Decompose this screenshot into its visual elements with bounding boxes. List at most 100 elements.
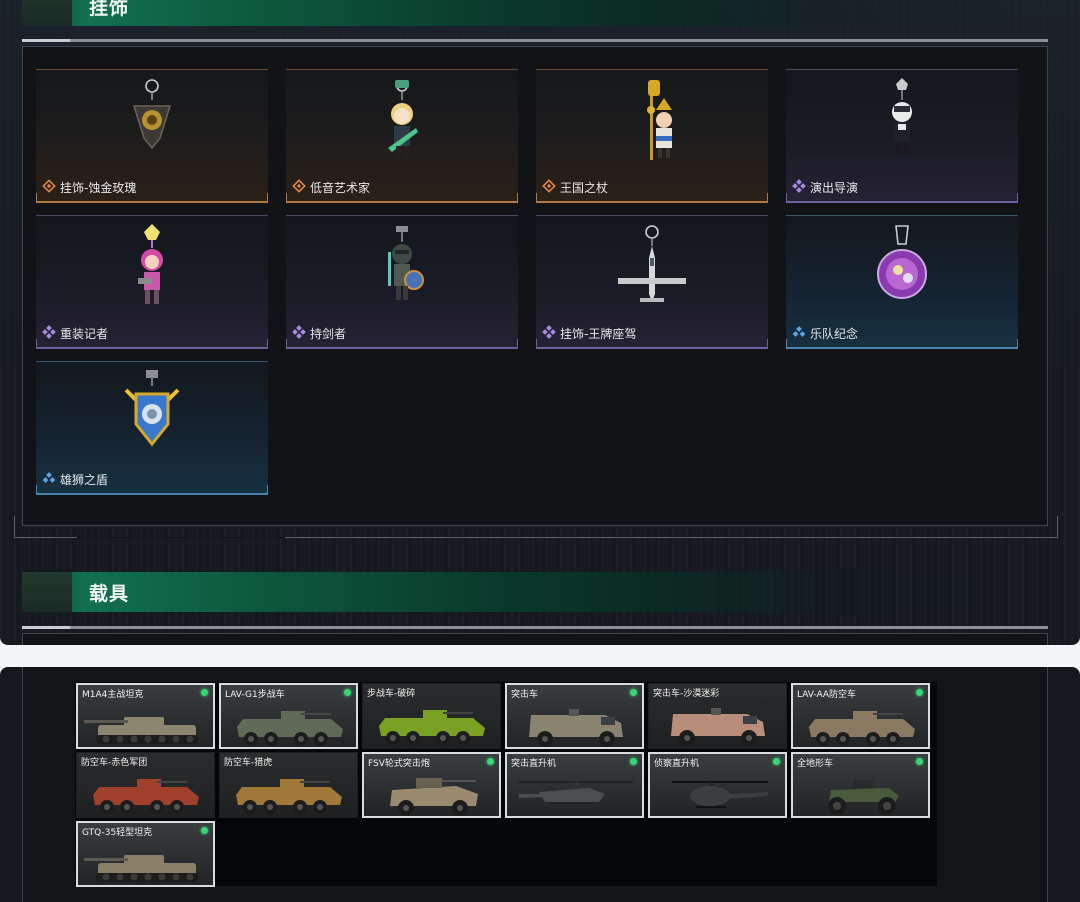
charm-label: 持剑者: [292, 325, 346, 342]
vehicle-tile[interactable]: FSV轮式突击炮: [362, 752, 501, 818]
charm-art: [286, 70, 518, 178]
orange-rarity-icon: [542, 179, 556, 196]
charms-panel: 挂饰 挂饰-蚀金玫瑰 低音艺术家 王国之杖: [0, 0, 1080, 645]
director-charm: [892, 78, 912, 154]
heli-attack-vehicle-icon: [519, 781, 633, 804]
charm-label: 挂饰-王牌座驾: [542, 325, 636, 342]
vehicle-tile[interactable]: LAV-AA防空车: [791, 683, 930, 749]
tank-vehicle-icon: [84, 717, 198, 744]
charm-card[interactable]: 持剑者: [286, 215, 518, 349]
charm-art: [286, 216, 518, 324]
reporter-charm: [138, 224, 163, 304]
purple-rarity-icon: [292, 325, 306, 342]
purple-rarity-icon: [792, 179, 806, 196]
charm-label: 乐队纪念: [792, 325, 858, 342]
charm-name: 低音艺术家: [310, 181, 371, 195]
owned-status-dot: [630, 758, 637, 765]
charms-section-title: 挂饰: [89, 0, 130, 19]
blue-rarity-icon: [792, 325, 806, 342]
vehicle-name: 全地形车: [797, 759, 834, 769]
apc-vehicle-icon: [809, 711, 915, 746]
truck-vehicle-icon: [529, 709, 623, 747]
vehicle-name: M1A4主战坦克: [82, 690, 144, 700]
apc-vehicle-icon: [379, 710, 485, 745]
vehicle-name: 防空车-猎虎: [224, 758, 273, 768]
charm-card[interactable]: 王国之杖: [536, 69, 768, 203]
jet-plane-charm: [618, 225, 686, 302]
charm-card[interactable]: 挂饰-王牌座驾: [536, 215, 768, 349]
charm-art: [36, 70, 268, 178]
vehicle-tile[interactable]: 步战车-破碎: [362, 683, 501, 749]
vehicle-tile[interactable]: 突击直升机: [505, 752, 644, 818]
charm-card[interactable]: 低音艺术家: [286, 69, 518, 203]
charm-label: 雄狮之盾: [42, 471, 108, 488]
vehicles-frame-top: [22, 633, 1048, 645]
vehicle-tile[interactable]: LAV-G1步战车: [219, 683, 358, 749]
owned-status-dot: [344, 689, 351, 696]
vehicle-name: 步战车-破碎: [367, 689, 416, 699]
charm-art: [536, 216, 768, 324]
charm-name: 王国之杖: [560, 181, 609, 195]
charm-label: 低音艺术家: [292, 179, 370, 196]
charm-name: 重装记者: [60, 327, 109, 341]
vehicle-tile[interactable]: M1A4主战坦克: [76, 683, 215, 749]
tank-vehicle-icon: [84, 855, 198, 882]
purple-rarity-icon: [542, 325, 556, 342]
heli-scout-vehicle-icon: [672, 781, 768, 808]
charms-frame-bracket: [14, 516, 1058, 538]
lion-shield-charm: [124, 370, 180, 447]
owned-status-dot: [201, 689, 208, 696]
vehicle-name: 突击车: [511, 690, 539, 700]
owned-status-dot: [201, 827, 208, 834]
vehicle-tile[interactable]: 防空车-猎虎: [219, 752, 358, 818]
charm-art: [786, 70, 1018, 178]
vehicle-name: LAV-AA防空车: [797, 690, 857, 700]
apc-vehicle-icon: [93, 779, 199, 814]
charm-label: 重装记者: [42, 325, 108, 342]
charm-card[interactable]: 雄狮之盾: [36, 361, 268, 495]
swordsman-charm: [388, 226, 424, 300]
buggy-vehicle-icon: [390, 778, 478, 816]
vehicles-section-header: 载具: [22, 572, 1048, 612]
charm-name: 挂饰-蚀金玫瑰: [60, 181, 137, 195]
charm-card[interactable]: 演出导演: [786, 69, 1018, 203]
vehicle-tile[interactable]: 全地形车: [791, 752, 930, 818]
charm-card[interactable]: 重装记者: [36, 215, 268, 349]
charm-name: 雄狮之盾: [60, 473, 109, 487]
charm-label: 王国之杖: [542, 179, 608, 196]
atv-vehicle-icon: [828, 780, 899, 815]
charm-name: 挂饰-王牌座驾: [560, 327, 637, 341]
vehicle-tile[interactable]: 防空车-赤色军团: [76, 752, 215, 818]
charm-card[interactable]: 乐队纪念: [786, 215, 1018, 349]
purple-rarity-icon: [42, 325, 56, 342]
charm-card[interactable]: 挂饰-蚀金玫瑰: [36, 69, 268, 203]
scepter-king-charm: [647, 80, 672, 160]
charm-art: [536, 70, 768, 178]
vehicle-name: GTQ-35轻型坦克: [82, 828, 153, 838]
charm-name: 演出导演: [810, 181, 859, 195]
owned-status-dot: [487, 758, 494, 765]
charms-section-header: 挂饰: [22, 0, 1048, 26]
vehicle-name: 侦察直升机: [654, 759, 700, 769]
vehicle-tile[interactable]: 侦察直升机: [648, 752, 787, 818]
guitarist-charm: [388, 80, 418, 160]
apc-vehicle-icon: [236, 779, 342, 814]
owned-status-dot: [916, 758, 923, 765]
vehicle-tile[interactable]: GTQ-35轻型坦克: [76, 821, 215, 887]
orange-rarity-icon: [42, 179, 56, 196]
vehicle-tile[interactable]: 突击车-沙漠迷彩: [648, 683, 787, 749]
vehicles-grid: M1A4主战坦克 LAV-G1步战车 步战车-破碎 突击车 突击车-沙漠迷彩 L…: [75, 682, 937, 887]
vehicle-name: 防空车-赤色军团: [81, 758, 148, 768]
charm-art: [36, 216, 268, 324]
vehicle-name: LAV-G1步战车: [225, 690, 285, 700]
vehicles-section-title: 载具: [89, 583, 130, 605]
rose-emblem-charm: [132, 79, 172, 150]
charm-label: 挂饰-蚀金玫瑰: [42, 179, 136, 196]
blue-rarity-icon: [42, 471, 56, 488]
vehicle-name: 突击车-沙漠迷彩: [653, 689, 720, 699]
apc-vehicle-icon: [237, 711, 343, 746]
vehicle-name: FSV轮式突击炮: [368, 759, 430, 769]
charms-header-rule: [22, 39, 1048, 42]
vehicle-tile[interactable]: 突击车: [505, 683, 644, 749]
band-medal-charm: [877, 225, 927, 299]
